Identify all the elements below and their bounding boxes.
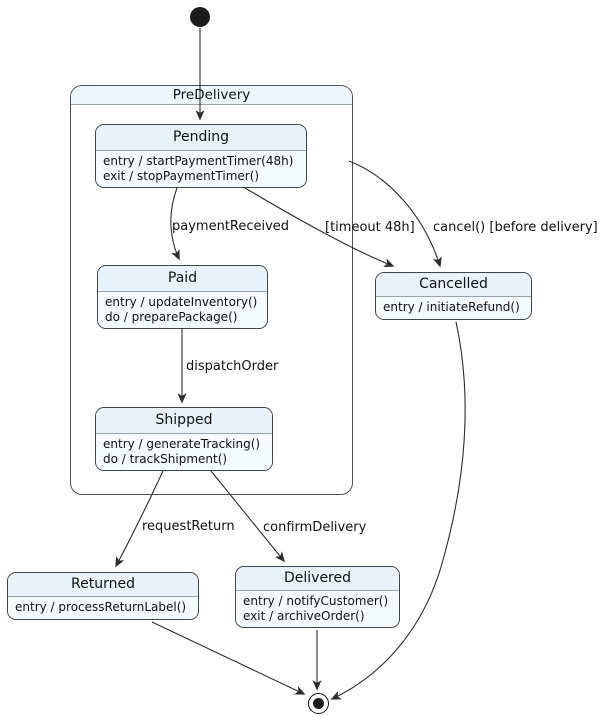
state-action-line: exit / stopPaymentTimer() — [103, 168, 260, 183]
state-action-line: entry / initiateRefund() — [383, 300, 520, 314]
state-action-line: do / preparePackage() — [105, 309, 238, 324]
state-action-line: entry / generateTracking() — [103, 437, 261, 451]
state-pending: Pending entry / startPaymentTimer(48h) e… — [95, 124, 307, 188]
state-paid-body: entry / updateInventory() do / preparePa… — [98, 292, 267, 328]
transition-label-dispatch-order: dispatchOrder — [186, 359, 279, 374]
state-returned-body: entry / processReturnLabel() — [8, 597, 198, 619]
transition-label-confirm-delivery: confirmDelivery — [263, 520, 367, 535]
state-delivered: Delivered entry / notifyCustomer() exit … — [235, 566, 400, 628]
transition-label-timeout: [timeout 48h] — [325, 220, 415, 235]
transition-label-request-return: requestReturn — [142, 519, 235, 534]
state-delivered-body: entry / notifyCustomer() exit / archiveO… — [236, 591, 399, 627]
initial-state-icon — [190, 7, 210, 27]
final-state-dot-icon — [313, 698, 324, 709]
state-action-line: entry / notifyCustomer() — [243, 594, 389, 608]
composite-state-title: PreDelivery — [71, 86, 352, 105]
state-shipped-title: Shipped — [96, 408, 272, 434]
state-action-line: entry / processReturnLabel() — [15, 600, 187, 614]
state-cancelled: Cancelled entry / initiateRefund() — [375, 272, 532, 320]
state-paid-title: Paid — [98, 266, 267, 292]
transition-returned-to-final — [151, 621, 306, 695]
state-delivered-title: Delivered — [236, 567, 399, 591]
state-action-line: entry / startPaymentTimer(48h) — [103, 154, 294, 168]
transition-predelivery-to-cancelled-cancel — [348, 160, 442, 268]
state-shipped-body: entry / generateTracking() do / trackShi… — [96, 434, 272, 470]
state-returned-title: Returned — [8, 573, 198, 597]
state-action-line: do / trackShipment() — [103, 451, 228, 466]
state-cancelled-title: Cancelled — [376, 273, 531, 297]
state-pending-title: Pending — [96, 125, 306, 151]
state-paid: Paid entry / updateInventory() do / prep… — [97, 265, 268, 329]
state-pending-body: entry / startPaymentTimer(48h) exit / st… — [96, 151, 306, 187]
state-cancelled-body: entry / initiateRefund() — [376, 297, 531, 319]
state-action-line: exit / archiveOrder() — [243, 608, 365, 623]
state-returned: Returned entry / processReturnLabel() — [7, 572, 199, 620]
transition-label-cancel: cancel() [before delivery] — [433, 220, 598, 235]
state-action-line: entry / updateInventory() — [105, 295, 258, 309]
final-state-icon — [308, 693, 329, 714]
state-shipped: Shipped entry / generateTracking() do / … — [95, 407, 273, 471]
transition-label-payment-received: paymentReceived — [172, 219, 290, 234]
